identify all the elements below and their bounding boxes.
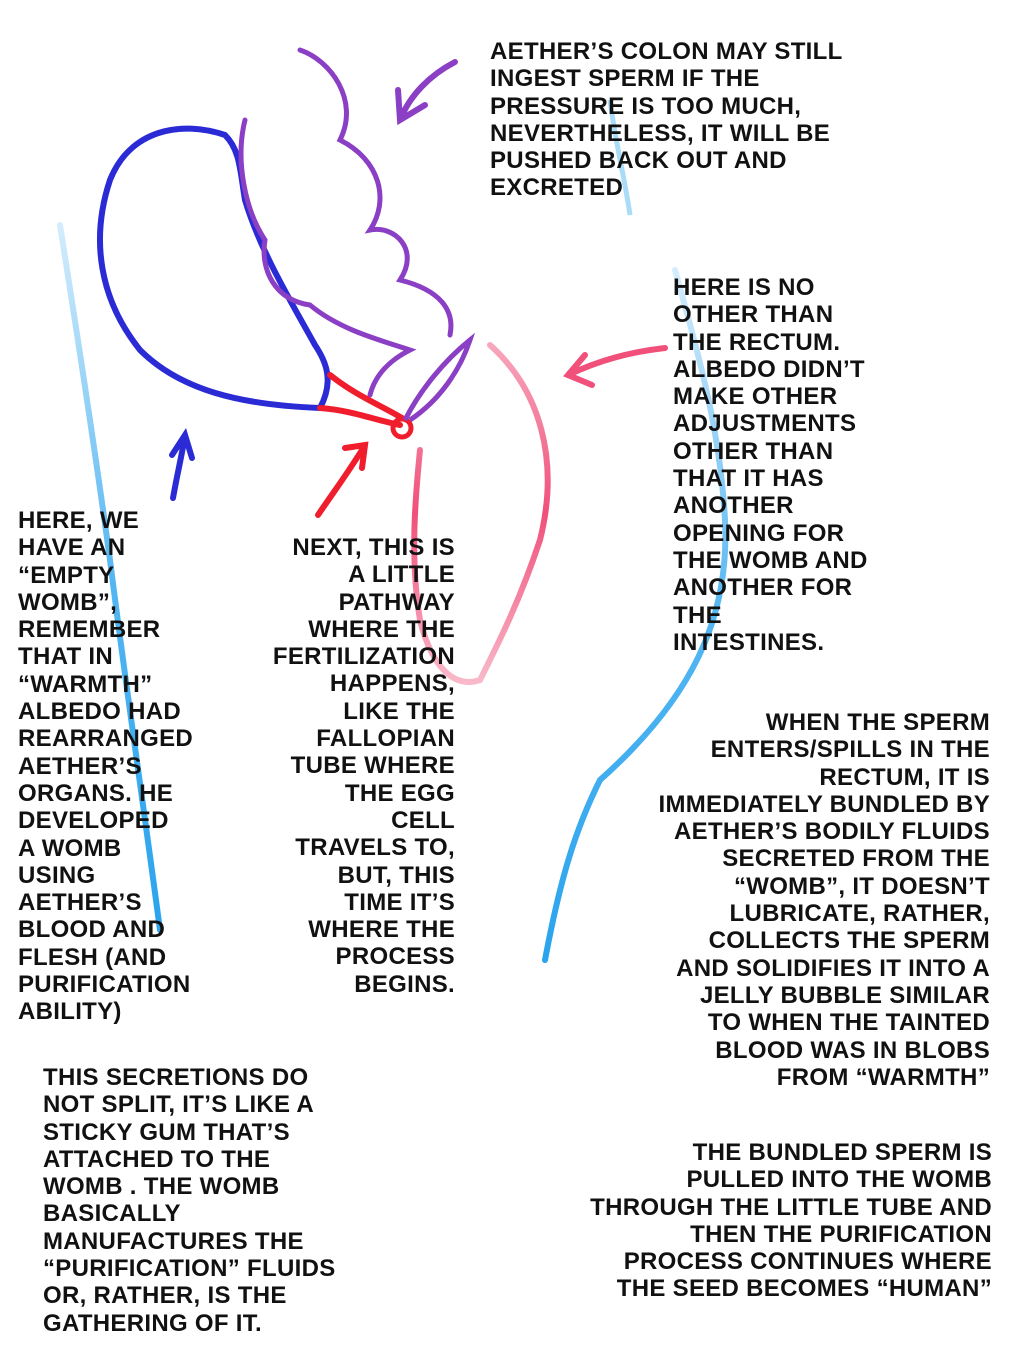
womb-shape (97, 125, 331, 411)
note-womb: Here, we have an “empty womb”, remember … (18, 507, 194, 1026)
body-outline-right (542, 267, 729, 963)
note-rectum: Here is no other than the rectum. Albedo… (673, 274, 868, 656)
note-secretions: This secretions do not split, it’s like … (43, 1064, 336, 1337)
rectum-opening (402, 332, 476, 423)
body-outline-top (607, 99, 633, 216)
note-bundled: The bundled sperm is pulled into the wom… (590, 1139, 992, 1303)
note-colon: Aether’s colon may still ingest sperm if… (490, 38, 843, 202)
intestine (238, 47, 454, 398)
note-pathway: Next, this is a little pathway where the… (272, 534, 455, 998)
rectum (411, 342, 551, 685)
tube-junction (390, 416, 414, 440)
arrow-colon (395, 59, 458, 126)
note-sperm: When the sperm enters/spills in the rect… (658, 709, 990, 1091)
body-outline-left (57, 222, 163, 933)
arrow-womb (169, 427, 195, 501)
arrow-rectum (563, 345, 668, 388)
fallopian-tube (317, 372, 405, 428)
arrow-tube (315, 441, 369, 518)
